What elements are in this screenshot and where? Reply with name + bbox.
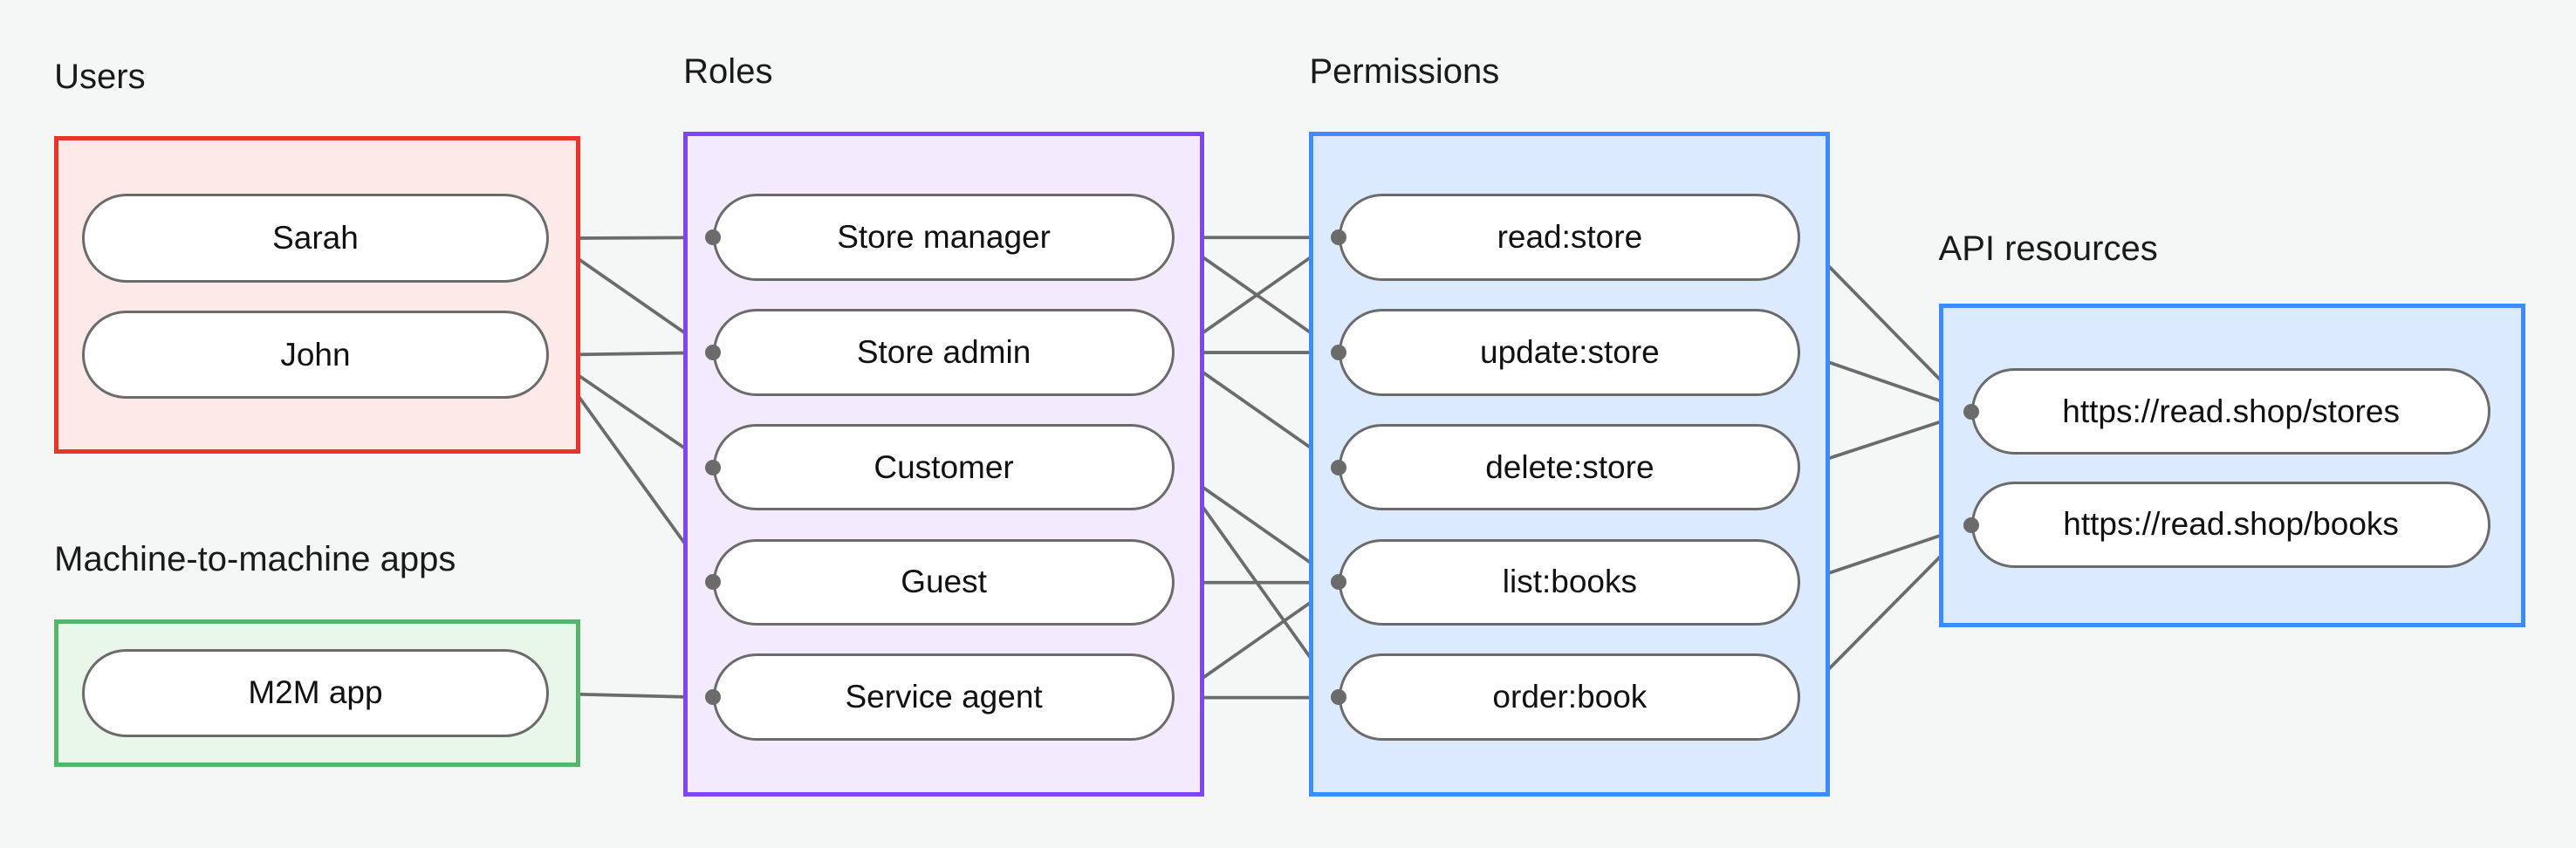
connection-port-res-stores (1963, 403, 1980, 420)
node-read-store[interactable]: read:store (1339, 194, 1801, 281)
node-res-books[interactable]: https://read.shop/books (1971, 481, 2491, 569)
connection-port-service-agent (705, 689, 722, 706)
connection-port-res-books (1963, 516, 1980, 533)
node-order-book[interactable]: order:book (1339, 653, 1801, 742)
connection-port-order-book (1331, 689, 1347, 706)
node-john[interactable]: John (82, 310, 549, 400)
group-box-users (54, 136, 580, 454)
group-title-api-resources: API resources (1938, 229, 2158, 269)
connection-port-store-admin (705, 344, 722, 360)
node-customer[interactable]: Customer (713, 423, 1175, 511)
connection-port-customer (705, 459, 722, 475)
connection-port-update-store (1331, 344, 1347, 360)
node-m2m-app[interactable]: M2M app (82, 648, 549, 738)
connection-port-delete-store (1331, 459, 1347, 475)
connection-port-read-store (1331, 229, 1347, 246)
node-store-manager[interactable]: Store manager (713, 194, 1175, 281)
node-store-admin[interactable]: Store admin (713, 308, 1175, 396)
node-service-agent[interactable]: Service agent (713, 653, 1175, 742)
group-title-users: Users (54, 57, 146, 96)
connection-port-store-manager (705, 229, 722, 246)
group-title-roles: Roles (683, 52, 773, 92)
group-box-api-resources (1938, 304, 2525, 628)
node-delete-store[interactable]: delete:store (1339, 423, 1801, 511)
node-res-stores[interactable]: https://read.shop/stores (1971, 367, 2491, 455)
group-title-permissions: Permissions (1309, 52, 1500, 92)
node-update-store[interactable]: update:store (1339, 308, 1801, 396)
node-list-books[interactable]: list:books (1339, 538, 1801, 626)
connection-port-guest (705, 574, 722, 591)
connection-port-list-books (1331, 574, 1347, 591)
node-sarah[interactable]: Sarah (82, 194, 549, 283)
node-guest[interactable]: Guest (713, 538, 1175, 626)
group-title-m2m: Machine-to-machine apps (54, 540, 456, 579)
